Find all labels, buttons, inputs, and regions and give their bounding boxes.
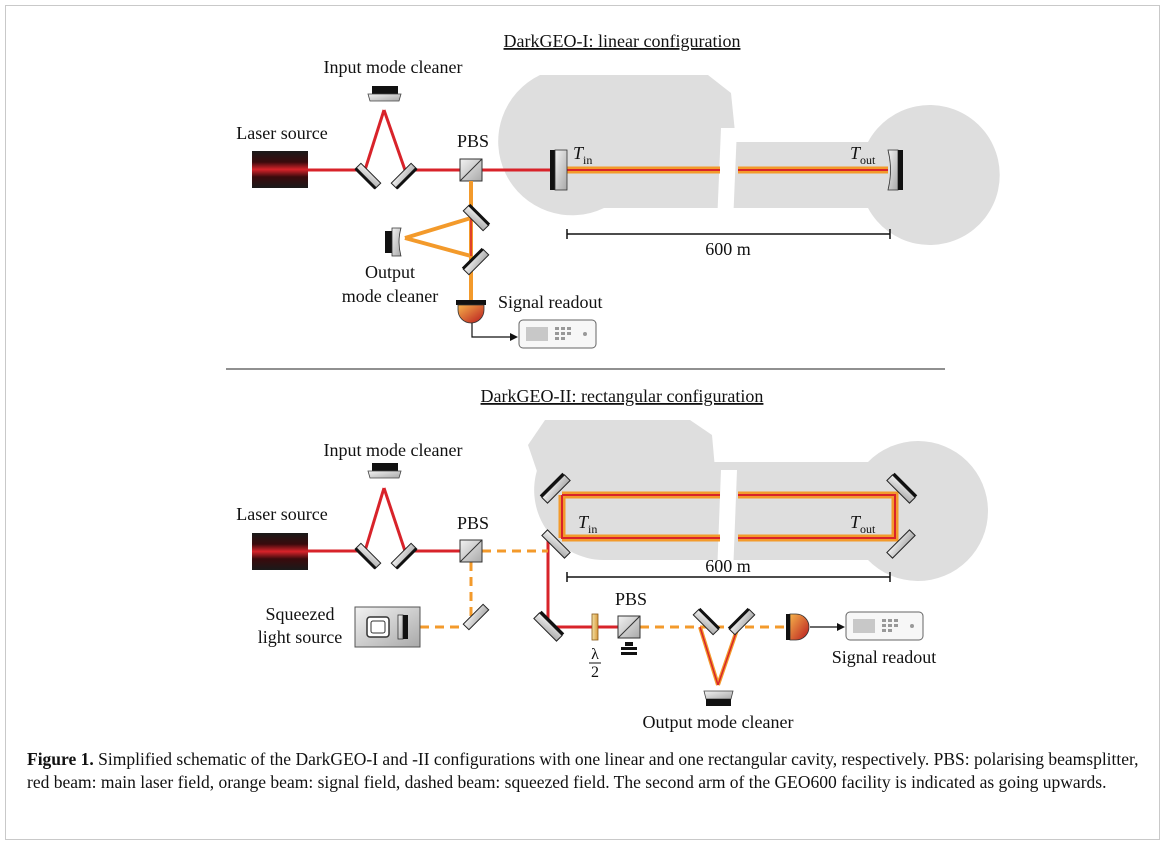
bottom-title: DarkGEO-II: rectangular configuration (481, 386, 764, 406)
output-mode-cleaner-icon-2 (692, 607, 756, 706)
output-mode-cleaner-icon (385, 203, 491, 276)
lambda-denominator: 2 (591, 664, 599, 681)
pbs-icon-3 (617, 615, 641, 655)
caption-label: Figure 1. (27, 749, 94, 769)
figure-caption: Figure 1. Simplified schematic of the Da… (27, 748, 1142, 793)
input-mode-cleaner-icon (354, 86, 418, 190)
figure-frame (5, 5, 1160, 840)
facility-outline (498, 75, 1000, 246)
bottom-distance-label: 600 m (705, 556, 751, 576)
omc-inner-beam-2 (717, 626, 739, 686)
omc-inner-beam (699, 626, 719, 686)
bottom-pbs-label: PBS (457, 513, 489, 533)
top-t-out-label: Tout (850, 143, 876, 167)
pbs-icon-2 (459, 539, 483, 563)
facility-outline-2 (528, 420, 988, 581)
half-wave-plate-icon (591, 613, 599, 641)
top-laser-source-label: Laser source (236, 123, 327, 143)
bottom-t-out-label: Tout (850, 512, 876, 536)
top-signal-readout-label: Signal readout (498, 292, 602, 312)
steering-mirror-icon (462, 603, 490, 631)
bottom-pbs2-label: PBS (615, 589, 647, 609)
cavity-mirror-icons (533, 472, 918, 642)
distance-scale-2 (566, 572, 891, 582)
bottom-signal-readout-label: Signal readout (832, 647, 936, 667)
input-mode-cleaner-icon-2 (354, 463, 418, 570)
output-test-mass-icon (887, 149, 903, 191)
top-t-in-label: Tin (573, 143, 592, 167)
top-distance-label: 600 m (705, 239, 751, 259)
top-output-mode-cleaner-line2: mode cleaner (342, 286, 438, 306)
top-output-mode-cleaner-line1: Output (365, 262, 415, 282)
readout-device-icon-2 (845, 611, 924, 641)
top-input-mode-cleaner-label: Input mode cleaner (324, 57, 463, 77)
bottom-input-mode-cleaner-label: Input mode cleaner (324, 440, 463, 460)
distance-scale (566, 229, 891, 239)
squeezed-label-line2: light source (258, 627, 342, 647)
lambda-numerator: λ (591, 646, 599, 663)
top-title: DarkGEO-I: linear configuration (504, 31, 741, 51)
input-test-mass-icon (550, 149, 568, 191)
rectangular-cavity-beam (558, 491, 899, 542)
laser-source-icon (252, 151, 308, 188)
linear-configuration: DarkGEO-I: linear configuration Input mo… (236, 31, 1000, 349)
rectangular-configuration: DarkGEO-II: rectangular configuration In… (236, 386, 988, 732)
signal-beam (404, 181, 473, 300)
setup-schematic: DarkGEO-I: linear configuration Input mo… (226, 31, 1000, 732)
bottom-output-mode-cleaner-label: Output mode cleaner (643, 712, 794, 732)
squeezed-light-source-icon (354, 606, 421, 648)
bottom-t-in-label: Tin (578, 512, 597, 536)
laser-source-icon-2 (252, 533, 308, 570)
signal-beam-2 (698, 626, 740, 686)
photodiode-icon-2 (786, 613, 845, 641)
squeezed-label-line1: Squeezed (266, 604, 335, 624)
readout-device-icon (518, 319, 597, 349)
top-pbs-label: PBS (457, 131, 489, 151)
caption-text: Simplified schematic of the DarkGEO-I an… (27, 749, 1139, 792)
bottom-laser-source-label: Laser source (236, 504, 327, 524)
pbs-icon (459, 158, 483, 182)
photodiode-icon (456, 300, 518, 341)
